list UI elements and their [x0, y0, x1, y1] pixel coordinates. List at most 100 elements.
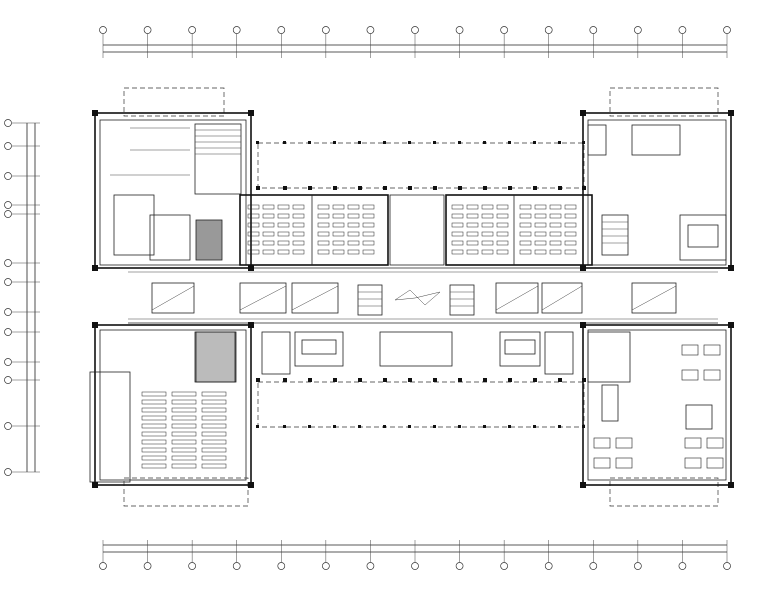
chair-icon: [549, 204, 562, 210]
conference-table-icon: [301, 339, 337, 355]
chair-icon: [247, 204, 260, 210]
chair-icon: [317, 213, 330, 219]
chair-icon: [247, 231, 260, 237]
column-icon: [458, 425, 461, 428]
south-east-block: [582, 324, 732, 486]
grid-bubble-icon: [4, 119, 12, 127]
column-icon: [433, 186, 437, 190]
chair-icon: [564, 222, 577, 228]
chair-icon: [362, 231, 375, 237]
column-icon: [383, 141, 386, 144]
column-icon: [248, 265, 254, 271]
column-icon: [308, 141, 311, 144]
column-icon: [582, 141, 585, 144]
chair-icon: [466, 231, 479, 237]
grid-bubble-icon: [544, 26, 553, 34]
chair-icon: [347, 204, 360, 210]
grid-bubble-icon: [500, 562, 508, 570]
chair-icon: [496, 231, 509, 237]
stair-icon: [601, 214, 629, 256]
column-icon: [358, 186, 362, 190]
chair-icon: [277, 240, 290, 246]
left-grid-axis: [4, 119, 40, 476]
north-west-block: [94, 112, 252, 269]
chair-icon: [534, 249, 547, 255]
grid-bubble-icon: [4, 376, 12, 384]
structural-columns: [92, 110, 734, 488]
chair-icon: [481, 231, 494, 237]
desk-icon: [141, 407, 167, 413]
open-office-desks: [593, 344, 724, 469]
chair-icon: [496, 222, 509, 228]
column-icon: [533, 186, 537, 190]
conference-table-icon: [601, 384, 619, 422]
grid-bubble-icon: [4, 278, 12, 286]
desk-icon: [141, 463, 167, 469]
chair-icon: [481, 204, 494, 210]
chair-icon: [332, 231, 345, 237]
column-icon: [333, 425, 336, 428]
grid-bubble-icon: [366, 562, 375, 570]
column-icon: [728, 265, 734, 271]
north-east-block: [582, 112, 732, 269]
chair-icon: [481, 213, 494, 219]
grid-bubble-icon: [322, 562, 330, 570]
desk-icon: [171, 399, 197, 405]
chair-icon: [247, 249, 260, 255]
chair-icon: [549, 231, 562, 237]
column-icon: [408, 378, 412, 382]
column-icon: [580, 482, 586, 488]
chair-icon: [262, 204, 275, 210]
chair-icon: [292, 231, 305, 237]
column-icon: [408, 186, 412, 190]
grid-bubble-icon: [4, 308, 12, 316]
column-icon: [283, 425, 286, 428]
chair-icon: [262, 240, 275, 246]
stair-icon: [449, 284, 475, 316]
chair-icon: [451, 249, 464, 255]
chair-icon: [534, 240, 547, 246]
chair-icon: [362, 249, 375, 255]
chair-icon: [362, 222, 375, 228]
desk-icon: [141, 391, 167, 397]
column-icon: [433, 141, 436, 144]
chair-icon: [534, 213, 547, 219]
chair-icon: [262, 231, 275, 237]
column-icon: [283, 141, 286, 144]
desk-icon: [201, 423, 227, 429]
column-icon: [728, 322, 734, 328]
desk-icon: [593, 457, 611, 469]
grid-bubble-icon: [4, 358, 12, 366]
chair-icon: [564, 231, 577, 237]
column-icon: [508, 141, 511, 144]
chair-icon: [277, 213, 290, 219]
desk-icon: [171, 407, 197, 413]
chair-icon: [534, 231, 547, 237]
column-icon: [92, 265, 98, 271]
chair-icon: [317, 231, 330, 237]
chair-icon: [564, 249, 577, 255]
top-grid-axis: [99, 26, 731, 58]
chair-icon: [277, 231, 290, 237]
desk-icon: [703, 344, 721, 356]
grid-bubble-icon: [188, 562, 196, 570]
chair-icon: [332, 249, 345, 255]
desk-icon: [141, 399, 167, 405]
chair-icon: [481, 240, 494, 246]
desk-icon: [171, 415, 197, 421]
grid-bubble-icon: [99, 562, 107, 570]
desk-icon: [201, 439, 227, 445]
column-icon: [283, 186, 287, 190]
column-icon: [383, 425, 386, 428]
desk-icon: [171, 391, 197, 397]
desk-icon: [201, 391, 227, 397]
chair-icon: [466, 249, 479, 255]
desk-icon: [706, 437, 724, 449]
chair-icon: [347, 249, 360, 255]
chair-icon: [564, 213, 577, 219]
grid-bubble-icon: [277, 562, 286, 570]
chair-icon: [317, 240, 330, 246]
column-icon: [383, 186, 387, 190]
south-west-block: [89, 324, 252, 486]
chair-icon: [549, 222, 562, 228]
